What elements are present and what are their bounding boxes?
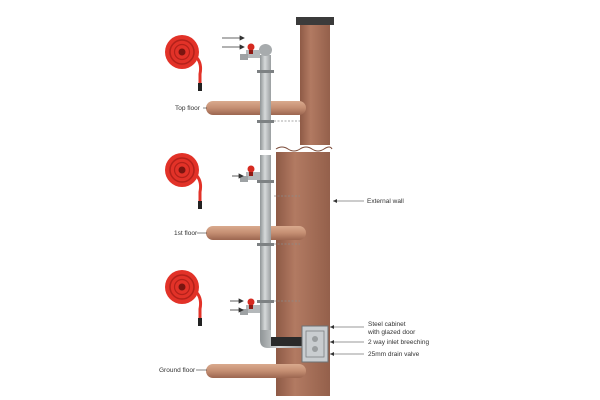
- cabinet-door: [305, 330, 325, 358]
- arrowhead-drain: [330, 352, 334, 356]
- label-drain: 25mm drain valve: [368, 351, 420, 358]
- breeching-inlet-1: [312, 336, 318, 342]
- floor-slabs: [206, 101, 306, 378]
- label-first-floor: 1st floor: [174, 230, 198, 237]
- riser-pipe-upper: [260, 55, 271, 150]
- arrowhead-cabinet: [330, 325, 334, 329]
- pipe-bracket-2: [257, 120, 274, 123]
- label-inlet: 2 way inlet breeching: [368, 339, 429, 346]
- inlet-pipe: [271, 337, 303, 346]
- wall-break-line: [275, 146, 333, 152]
- wall-upper: [300, 25, 330, 145]
- pipe-bracket-5: [257, 300, 274, 303]
- pipe-bracket-1: [257, 70, 274, 73]
- arrowhead-external-wall: [333, 199, 337, 203]
- slab-first-floor: [206, 226, 306, 240]
- wall-cap: [296, 17, 334, 25]
- label-ground-floor: Ground floor: [159, 367, 196, 374]
- slab-top-floor: [206, 101, 306, 115]
- arrowhead-inlet: [330, 340, 334, 344]
- valve-arrows: [222, 35, 245, 313]
- label-top-floor: Top floor: [175, 105, 201, 112]
- slab-ground-floor: [206, 364, 306, 378]
- breeching-inlet-2: [312, 346, 318, 352]
- label-external-wall: External wall: [367, 198, 404, 205]
- hose-reel-first: [165, 153, 203, 209]
- riser-top-cap: [259, 44, 272, 56]
- pipe-bracket-3: [257, 180, 274, 183]
- pipe-bracket-4: [257, 243, 274, 246]
- label-cabinet-line2: with glazed door: [367, 329, 416, 336]
- label-cabinet: Steel cabinet: [368, 321, 406, 328]
- landing-valve-top: [240, 43, 260, 60]
- hose-reel-ground: [165, 270, 203, 326]
- landing-valve-first: [240, 165, 260, 182]
- inlet-assembly: [271, 325, 329, 363]
- hose-reel-top: [165, 35, 203, 91]
- landing-valve-ground: [240, 298, 260, 315]
